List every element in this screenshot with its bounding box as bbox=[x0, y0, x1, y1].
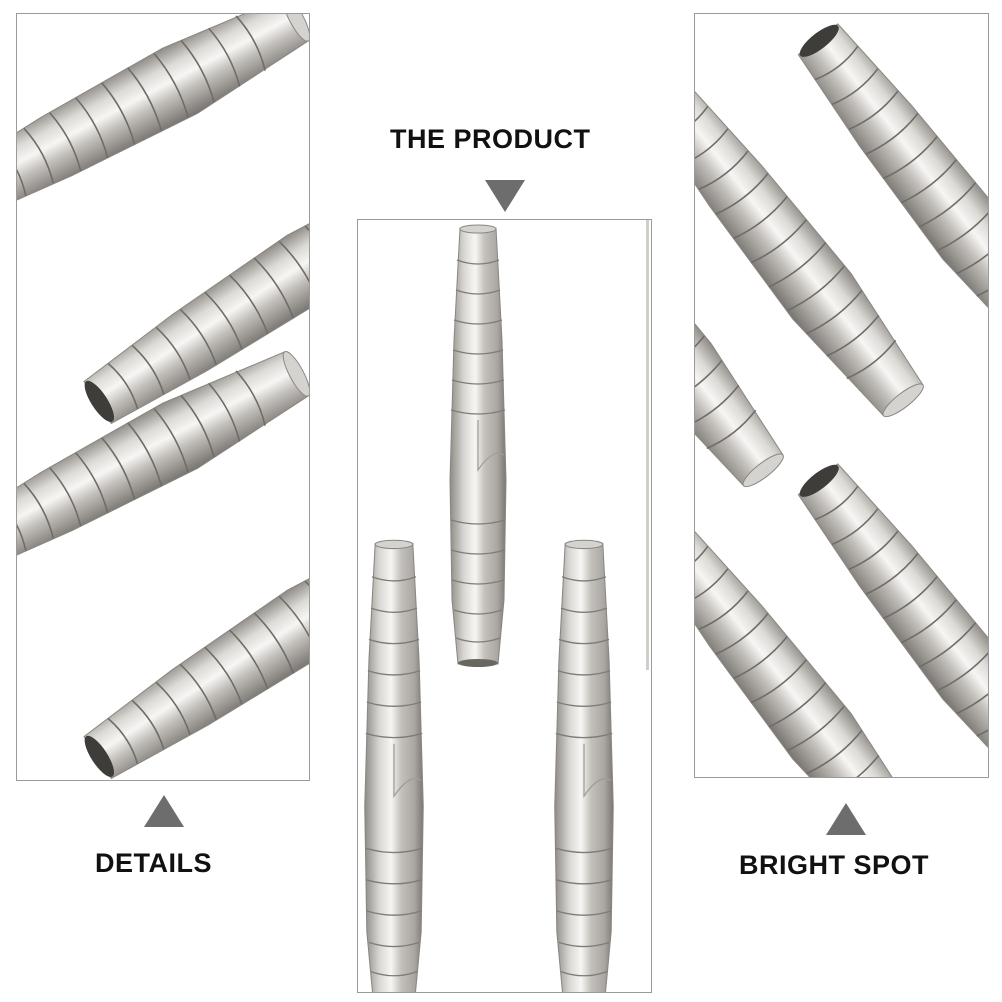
product-image-panel bbox=[357, 219, 652, 993]
details-caption: DETAILS bbox=[95, 848, 212, 878]
bright-spot-caption: BRIGHT SPOT bbox=[739, 850, 930, 880]
bright-spot-image-panel bbox=[694, 13, 989, 778]
product-spring-image bbox=[363, 220, 649, 992]
triangle-up-icon bbox=[144, 795, 184, 827]
triangle-down-icon bbox=[485, 180, 525, 212]
product-caption: THE PRODUCT bbox=[390, 124, 591, 154]
triangle-up-icon bbox=[826, 803, 866, 835]
details-image-panel bbox=[16, 13, 310, 781]
bright-spot-spring-image bbox=[695, 14, 988, 777]
details-spring-image bbox=[17, 14, 309, 780]
